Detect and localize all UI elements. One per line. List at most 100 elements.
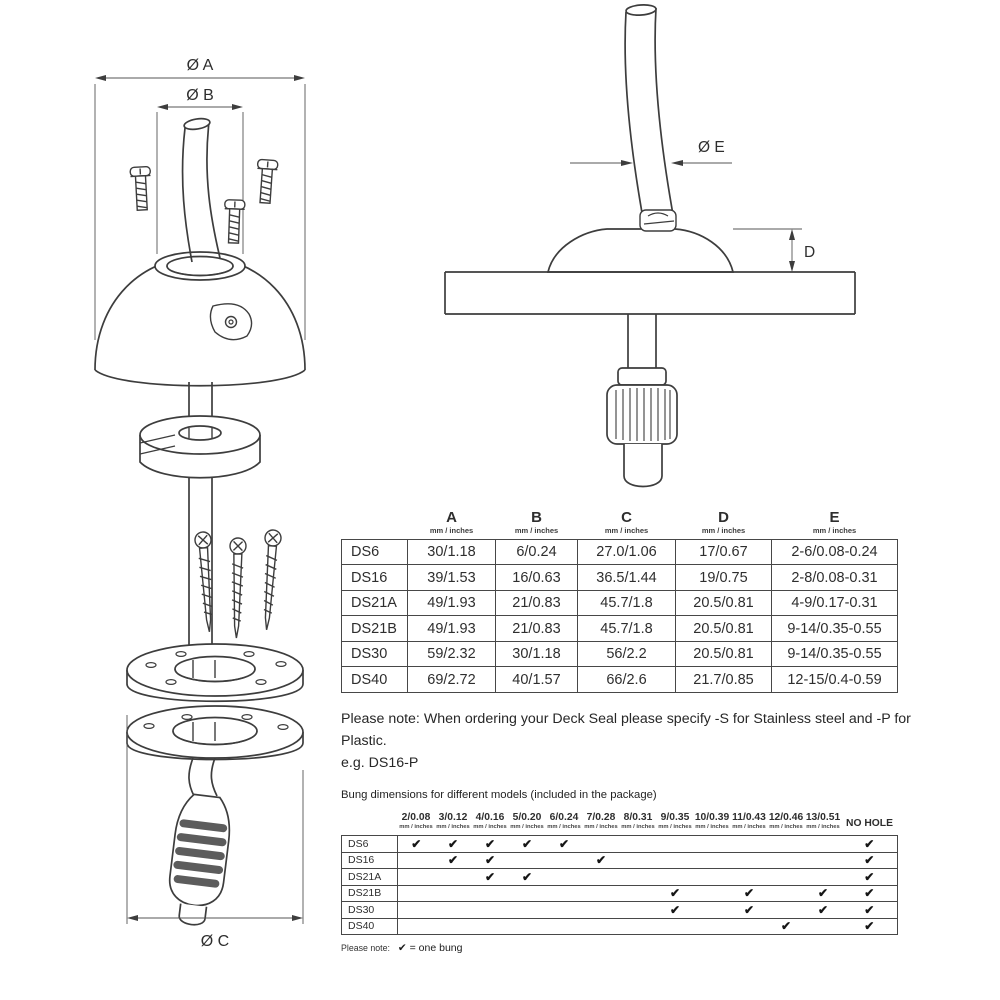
bung-col-size: 2/0.08: [401, 812, 431, 823]
bung-footer-text: ✔ = one bung: [397, 942, 463, 955]
bung-model-cell: DS40: [341, 917, 398, 936]
bung-check-cell: [693, 868, 731, 886]
bung-col-size: 3/0.12: [438, 812, 468, 823]
spec-value-cell: 69/2.72: [407, 666, 496, 693]
spec-value-cell: 20.5/0.81: [675, 640, 772, 668]
bung-check-cell: ✔: [471, 835, 509, 853]
bung-check-cell: [730, 835, 768, 853]
ordering-note: Please note: When ordering your Deck Sea…: [341, 708, 916, 774]
bung-check-cell: ✔: [397, 835, 435, 853]
bung-check-cell: [434, 868, 472, 886]
bung-model-cell: DS6: [341, 835, 398, 853]
bung-check-cell: [471, 917, 509, 936]
spec-value-cell: 12-15/0.4-0.59: [771, 666, 898, 693]
ordering-note-line2: e.g. DS16-P: [341, 755, 419, 771]
machine-screw-icon: [254, 158, 279, 205]
bung-check-cell: [619, 917, 657, 936]
bung-footer-label: Please note:: [341, 943, 390, 954]
bung-check-cell: [656, 917, 694, 936]
spec-value-cell: 19/0.75: [675, 564, 772, 591]
bung-col-size: 10/0.39: [694, 812, 730, 823]
dome-part: [94, 251, 306, 387]
bung-check-cell: [730, 851, 768, 870]
spec-col-letter: A: [446, 509, 457, 526]
bung-check-cell: ✔: [841, 851, 898, 870]
spec-col-unit: mm / inches: [429, 525, 474, 535]
cable-above-deck: [624, 4, 675, 225]
spec-col-letter: C: [621, 509, 632, 526]
bung-check-cell: ✔: [730, 884, 768, 903]
bung-check-cell: [508, 901, 546, 919]
bung-check-cell: [693, 884, 731, 903]
bung-check-cell: [693, 901, 731, 919]
spec-model-cell: DS6: [341, 538, 408, 566]
spec-value-cell: 30/1.18: [407, 538, 496, 566]
bung-row: DS30✔✔✔✔: [341, 901, 898, 919]
spec-col-letter: E: [829, 509, 840, 526]
bung-check-cell: ✔: [508, 868, 546, 886]
bung-body: DS6✔✔✔✔✔✔DS16✔✔✔✔DS21A✔✔✔DS21B✔✔✔✔DS30✔✔…: [341, 835, 898, 936]
bung-corner-cell: [342, 812, 398, 836]
flange-ring-part: [126, 643, 304, 703]
spec-value-cell: 27.0/1.06: [577, 538, 676, 566]
bung-check-cell: [582, 835, 620, 853]
bung-col-size: 5/0.20: [512, 812, 542, 823]
bung-check-cell: [582, 868, 620, 886]
spec-value-cell: 66/2.6: [577, 666, 676, 693]
spec-value-cell: 39/1.53: [407, 564, 496, 591]
bung-check-cell: [545, 868, 583, 886]
bung-check-cell: ✔: [508, 835, 546, 853]
spec-col-unit: mm / inches: [514, 525, 559, 535]
bung-check-cell: [693, 835, 731, 853]
bung-col-unit: mm / inches: [473, 823, 507, 830]
bung-col-size: 4/0.16: [475, 812, 505, 823]
spec-corner-cell: [342, 510, 408, 539]
spec-col-letter: D: [718, 509, 729, 526]
spec-value-cell: 4-9/0.17-0.31: [771, 589, 898, 617]
ordering-note-line1: Please note: When ordering your Deck Sea…: [341, 711, 911, 749]
bung-check-cell: [730, 917, 768, 936]
spec-col-letter: B: [531, 509, 542, 526]
spec-value-cell: 45.7/1.8: [577, 589, 676, 617]
spec-model-cell: DS16: [341, 564, 408, 591]
bung-col-size: 13/0.51: [805, 812, 841, 823]
spec-value-cell: 21/0.83: [495, 589, 578, 617]
bung-model-cell: DS16: [341, 851, 398, 870]
spec-value-cell: 21/0.83: [495, 615, 578, 642]
bung-check-cell: [471, 901, 509, 919]
bung-col-unit: mm / inches: [658, 823, 692, 830]
spec-value-cell: 6/0.24: [495, 538, 578, 566]
dim-e: [570, 160, 732, 166]
spec-value-cell: 2-8/0.08-0.31: [771, 564, 898, 591]
bung-check-cell: ✔: [582, 851, 620, 870]
bung-check-cell: [397, 884, 435, 903]
cable-connector-part: [168, 793, 231, 926]
spec-col-unit: mm / inches: [701, 525, 746, 535]
spec-col-unit: mm / inches: [812, 525, 857, 535]
below-deck-assembly: [606, 314, 678, 488]
spec-model-cell: DS21B: [341, 615, 408, 642]
bung-check-cell: [619, 901, 657, 919]
split-collar-part: [139, 415, 261, 479]
bung-check-cell: [397, 901, 435, 919]
bung-check-cell: [656, 868, 694, 886]
spec-value-cell: 49/1.93: [407, 615, 496, 642]
bung-check-cell: ✔: [656, 884, 694, 903]
dim-a: [94, 75, 306, 340]
bung-check-cell: [545, 917, 583, 936]
bung-col-unit: mm / inches: [695, 823, 729, 830]
dim-d: [733, 228, 802, 272]
bung-col-unit: mm / inches: [510, 823, 544, 830]
spec-value-cell: 17/0.67: [675, 538, 772, 566]
